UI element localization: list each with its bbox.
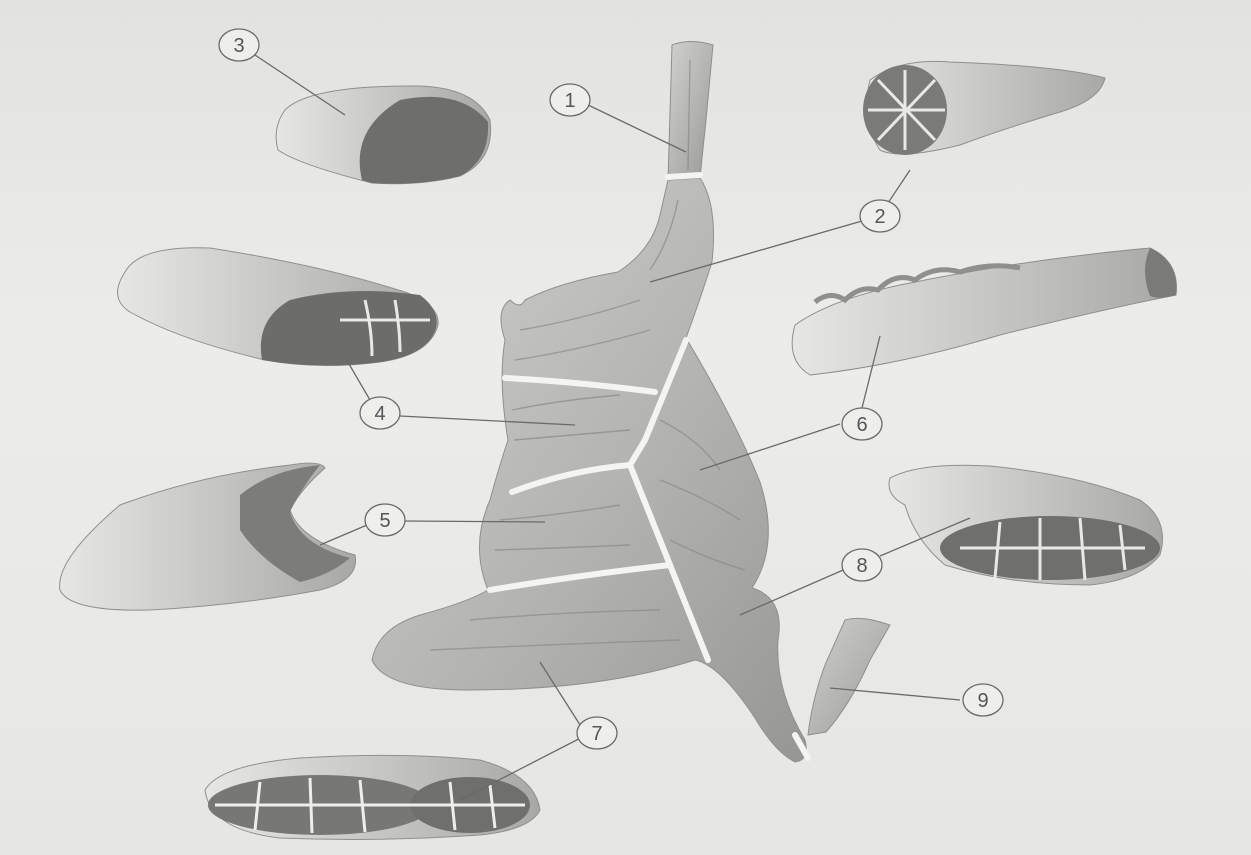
callout-8-label: 8 [856,555,867,577]
callout-2: 2 [860,200,900,232]
callout-6-label: 6 [856,414,867,436]
callout-3: 3 [219,29,259,61]
cut-4-piece [118,248,439,366]
callout-5: 5 [365,504,405,536]
callout-1-label: 1 [564,90,575,112]
callout-9: 9 [963,684,1003,716]
carcass-hind-shank [808,618,890,735]
callout-7: 7 [577,717,617,749]
callout-7-label: 7 [591,723,602,745]
cut-5-piece [60,463,356,610]
callout-3-label: 3 [233,35,244,57]
cut-3-piece [276,86,491,184]
callout-5-label: 5 [379,510,390,532]
callout-8: 8 [842,549,882,581]
cut-2-piece [863,61,1105,155]
callout-4: 4 [360,397,400,429]
callout-9-label: 9 [977,690,988,712]
cut-6-piece [792,248,1176,375]
callout-2-label: 2 [874,206,885,228]
cut-7-piece [205,755,540,839]
callout-6: 6 [842,408,882,440]
callout-1: 1 [550,84,590,116]
callout-4-label: 4 [374,403,385,425]
cut-8-piece [889,465,1163,585]
